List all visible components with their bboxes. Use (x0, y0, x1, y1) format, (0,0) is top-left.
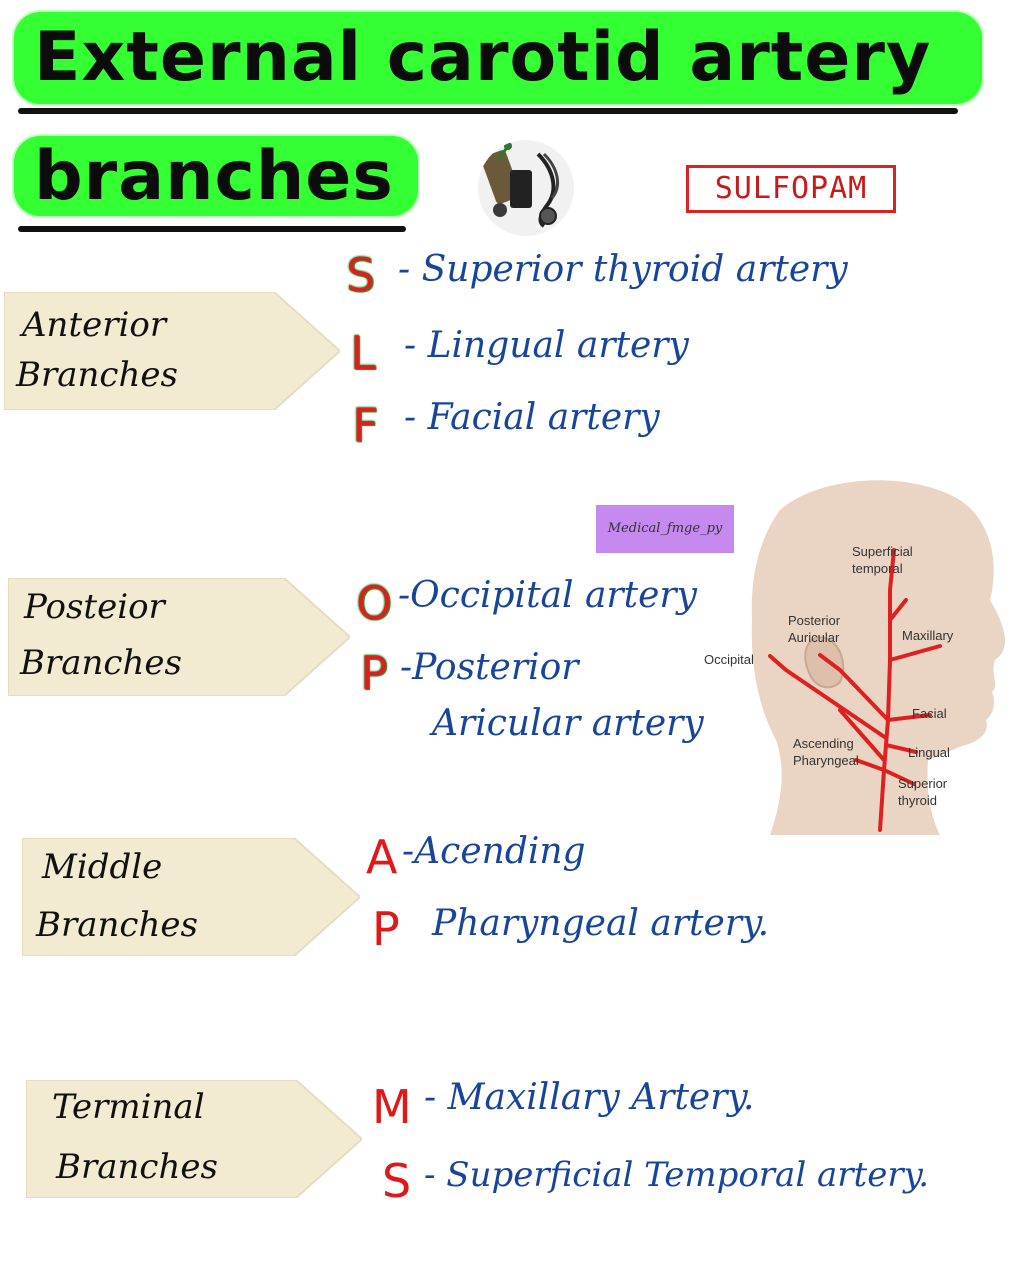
artery-superficial-temporal: - Superficial Temporal artery. (424, 1155, 930, 1195)
letter-o: O (356, 576, 393, 630)
letter-f: F (352, 398, 379, 452)
letter-s-terminal: S (382, 1154, 412, 1208)
letter-p-posterior: P (360, 646, 388, 700)
label-ascending-pharyngeal-1: Ascending (793, 736, 854, 751)
artery-posterior: -Posterior (400, 647, 579, 688)
letter-s-anterior: S (346, 248, 376, 302)
artery-acending: -Acending (402, 831, 586, 872)
artery-auricular: Aricular artery (432, 703, 704, 744)
tag-terminal-line2: Branches (56, 1147, 218, 1187)
head-svg (751, 480, 1006, 835)
letter-p-middle: P (372, 902, 400, 956)
head-artery-diagram: Superficial temporal Posterior Auricular… (690, 470, 1031, 835)
title-underline-2 (18, 226, 406, 232)
title-banner (14, 12, 982, 104)
letter-a: A (366, 830, 398, 884)
label-occipital: Occipital (704, 652, 754, 667)
artery-superior-thyroid: - Superior thyroid artery (398, 249, 848, 290)
mnemonic-box: SULFOPAM (686, 165, 896, 213)
tag-middle: Middle Branches (22, 838, 360, 956)
letter-m: M (372, 1080, 412, 1134)
label-superficial-temporal-1: Superficial (852, 544, 913, 559)
watermark: Medical_fmge_py (596, 505, 734, 553)
tag-anterior: Anterior Branches (4, 292, 340, 410)
tag-terminal: Terminal Branches (26, 1080, 362, 1198)
label-maxillary: Maxillary (902, 628, 954, 643)
title-line1: External carotid artery (34, 18, 932, 97)
title-line2: branches (34, 137, 394, 216)
subtitle-banner (14, 136, 418, 216)
label-superior-thyroid-2: thyroid (898, 793, 938, 808)
title-underline-1 (18, 108, 958, 114)
tag-anterior-line1: Anterior (22, 305, 167, 345)
tag-middle-line1: Middle (42, 847, 163, 887)
label-lingual: Lingual (908, 745, 950, 760)
letter-l: L (350, 326, 376, 380)
label-posterior-auricular-1: Posterior (788, 613, 841, 628)
label-posterior-auricular-2: Auricular (788, 630, 840, 645)
tag-terminal-line1: Terminal (52, 1087, 205, 1127)
label-superior-thyroid-1: Superior (898, 776, 948, 791)
tag-posterior-line2: Branches (20, 643, 182, 683)
stethoscope-image (478, 140, 574, 236)
label-superficial-temporal-2: temporal (852, 561, 903, 576)
artery-facial: - Facial artery (404, 397, 660, 438)
tag-anterior-line2: Branches (16, 355, 178, 395)
tag-middle-line2: Branches (36, 905, 198, 945)
label-ascending-pharyngeal-2: Pharyngeal (793, 753, 859, 768)
tag-posterior-line1: Posteior (24, 587, 165, 627)
artery-occipital: -Occipital artery (398, 575, 697, 616)
label-facial: Facial (912, 706, 947, 721)
artery-maxillary: - Maxillary Artery. (424, 1077, 755, 1118)
tag-posterior: Posteior Branches (8, 578, 350, 696)
artery-lingual: - Lingual artery (404, 325, 689, 366)
artery-pharyngeal: Pharyngeal artery. (432, 903, 770, 944)
